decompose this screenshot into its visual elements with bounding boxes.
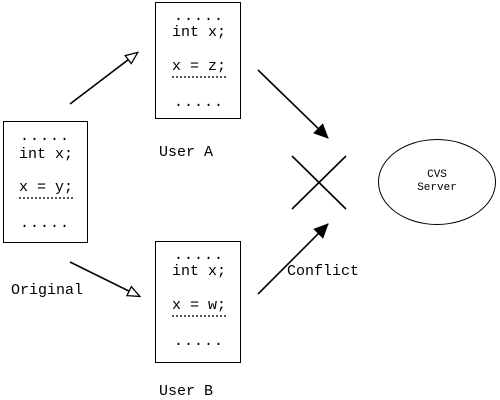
changed-statement: x = z; — [172, 59, 227, 78]
user-b-caption: User B — [159, 383, 214, 400]
arrow-user-b-to-server — [257, 223, 329, 295]
doc-line-ellipsis: ..... — [174, 8, 225, 25]
conflict-label: Conflict — [287, 263, 360, 280]
user-a-document: ..... int x; x = z; ..... — [155, 2, 241, 119]
original-document: ..... int x; x = y; ..... — [3, 121, 88, 243]
changed-statement: x = w; — [172, 298, 227, 317]
user-b-document: ..... int x; x = w; ..... — [155, 241, 241, 363]
arrow-original-to-user-b — [69, 261, 139, 296]
doc-line-ellipsis: ..... — [174, 247, 225, 264]
user-a-caption: User A — [159, 144, 214, 161]
server-label-line-2: Server — [417, 182, 457, 194]
doc-line-ellipsis: ..... — [20, 215, 71, 232]
original-caption: Original — [11, 282, 84, 299]
server-label-line-1: CVS — [427, 169, 447, 181]
conflict-cross-icon — [291, 155, 347, 210]
doc-line-declaration: int x; — [172, 263, 227, 280]
changed-statement: x = y; — [19, 180, 74, 199]
doc-line-declaration: int x; — [172, 24, 227, 41]
doc-line-ellipsis: ..... — [174, 94, 225, 111]
arrow-original-to-user-a — [69, 53, 137, 105]
doc-line-changed: x = w; — [156, 298, 240, 317]
doc-line-changed: x = z; — [156, 59, 240, 78]
doc-line-ellipsis: ..... — [174, 333, 225, 350]
doc-line-changed: x = y; — [4, 180, 87, 199]
doc-line-declaration: int x; — [19, 146, 74, 163]
arrow-user-a-to-server — [257, 69, 329, 139]
doc-line-ellipsis: ..... — [20, 128, 71, 145]
cvs-server-node: CVS Server — [378, 139, 496, 225]
